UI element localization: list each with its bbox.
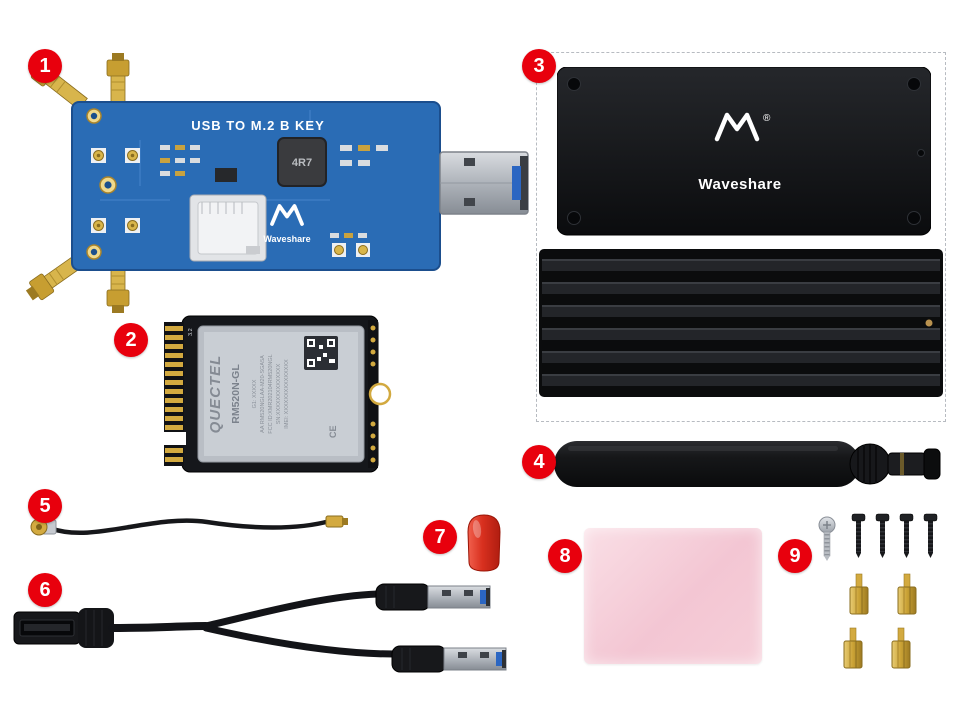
brass-standoff xyxy=(891,627,911,669)
heatsink xyxy=(539,249,943,397)
usb-plug-upper xyxy=(375,583,491,611)
module-line-g1: G1: XXXXX xyxy=(252,379,258,408)
thermal-pad xyxy=(584,528,762,664)
module-gold-fingers xyxy=(160,322,186,466)
callout-5: 5 xyxy=(28,489,62,523)
cable-branch-upper xyxy=(202,590,382,630)
usb-plug-lower xyxy=(391,645,507,673)
brass-standoff xyxy=(897,573,917,615)
rm520n-module: 3.2 QUECTEL RM520N-GL G1: XXXXX AA RM520… xyxy=(160,315,392,473)
red-cap xyxy=(467,514,501,572)
waveshare-logo-cover: ® Waveshare xyxy=(698,112,781,193)
smd-components xyxy=(160,145,388,257)
usb-blue-tongue xyxy=(512,166,521,200)
sim-card-slot xyxy=(189,194,267,262)
usb-m2-adapter-board: USB TO M.2 B KEY xyxy=(25,53,529,313)
antenna-sma-connector xyxy=(887,448,941,480)
callout-6: 6 xyxy=(28,573,62,607)
antenna xyxy=(554,441,941,487)
screws-and-standoffs xyxy=(818,513,938,669)
module-line-imei: IMEI: XXXXXXXXXXXXXXX xyxy=(284,359,290,429)
black-screw xyxy=(851,513,866,558)
callout-1: 1 xyxy=(28,49,62,83)
registered-mark: ® xyxy=(763,113,771,124)
heatsink-fins xyxy=(542,259,940,386)
callout-2: 2 xyxy=(114,323,148,357)
board-brand-label: Waveshare xyxy=(263,234,310,244)
callout-9: 9 xyxy=(778,539,812,573)
ipex-to-sma-cable xyxy=(30,515,348,536)
black-screw xyxy=(899,513,914,558)
callout-3: 3 xyxy=(522,49,556,83)
module-brand: QUECTEL xyxy=(207,355,224,434)
black-screw xyxy=(875,513,890,558)
module-right-edge xyxy=(368,320,392,468)
module-line-sn: SN:XXXXXXXXXXXXXX xyxy=(276,363,282,424)
callout-8: 8 xyxy=(548,539,582,573)
module-screw-notch xyxy=(368,382,392,406)
callout-4: 4 xyxy=(522,445,556,479)
bkey-notch xyxy=(160,432,186,445)
module-ce-mark: CE xyxy=(328,425,338,438)
coax-cable xyxy=(47,518,333,536)
case-cover: ® Waveshare xyxy=(557,67,931,236)
cable-branch-lower xyxy=(202,624,398,658)
module-model: RM520N-GL xyxy=(230,364,242,424)
qr-code xyxy=(304,336,338,370)
cable-trunk xyxy=(108,622,210,632)
waveshare-wing-icon xyxy=(714,112,760,142)
heatsink-side-hole xyxy=(925,319,933,327)
silver-screw xyxy=(818,516,836,561)
module-line-fcc: FCC ID:XMR202104RM520NGL xyxy=(268,354,274,433)
module-label-text: 3.2 QUECTEL RM520N-GL G1: XXXXX AA RM520… xyxy=(188,328,338,438)
inductor-label: 4R7 xyxy=(292,157,312,169)
board-title: USB TO M.2 B KEY xyxy=(191,118,325,133)
usb-blue-tongue xyxy=(480,590,487,604)
antenna-hinge xyxy=(849,443,891,485)
module-rev: 3.2 xyxy=(188,328,194,336)
usb-blue-tongue xyxy=(496,652,503,666)
cover-screw-holes xyxy=(567,77,925,225)
mounting-holes xyxy=(86,108,117,260)
antenna-body xyxy=(554,441,860,487)
brass-standoff xyxy=(843,627,863,669)
usb-splitter-cable xyxy=(13,583,507,673)
brass-standoff xyxy=(849,573,869,615)
waveshare-wing-icon xyxy=(270,204,304,226)
power-inductor: 4R7 xyxy=(277,137,327,187)
cover-brand-label: Waveshare xyxy=(698,176,781,193)
module-line-aa: AA RM520NGLAA-M20-SGA5A xyxy=(260,355,266,433)
callout-7: 7 xyxy=(423,520,457,554)
cable-end-connector xyxy=(325,515,348,528)
waveshare-logo-board: Waveshare xyxy=(263,204,311,244)
black-screw xyxy=(923,513,938,558)
case-kit-group: ® Waveshare xyxy=(536,52,946,422)
usb-female-port xyxy=(13,608,114,648)
usb3-plug xyxy=(439,151,529,215)
ufl-connectors xyxy=(91,148,140,233)
